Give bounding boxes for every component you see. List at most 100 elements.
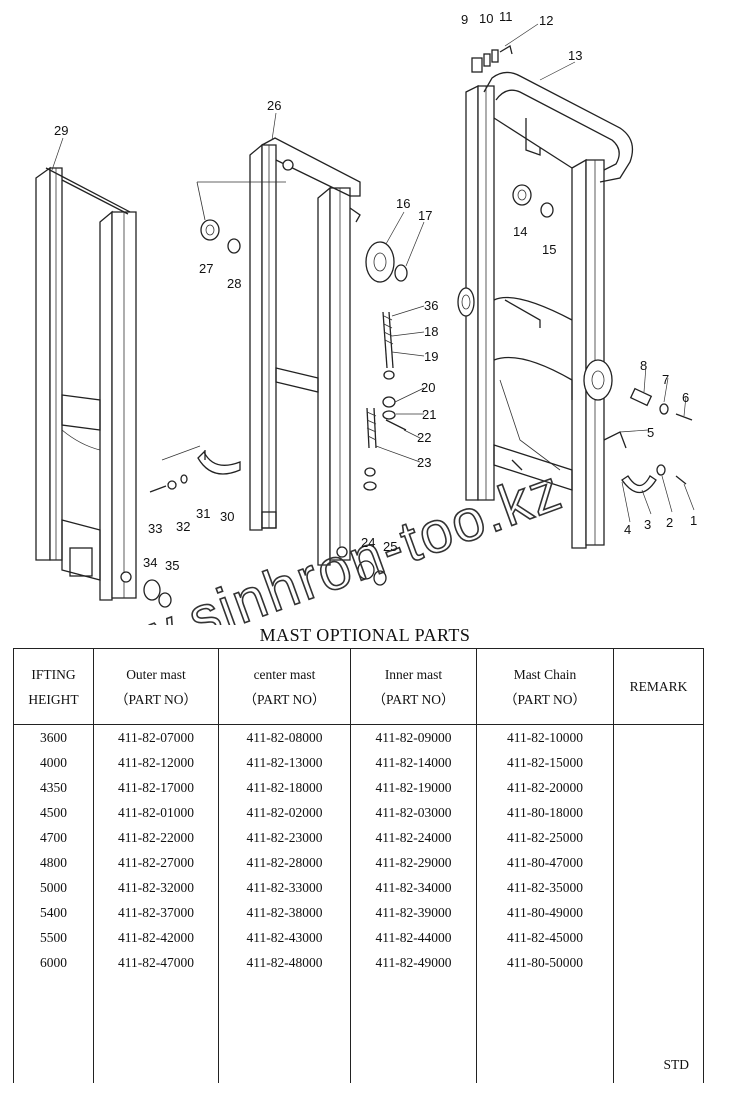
cell-outer-mast-part: 411-82-32000 <box>93 875 219 900</box>
header-center-mast: center mast （PART NO） <box>218 648 351 725</box>
cell-outer-mast-part: 411-82-47000 <box>93 950 219 975</box>
cell-lifting-height: 5400 <box>13 900 94 925</box>
cell-remark <box>613 850 704 875</box>
callout-32: 32 <box>176 519 190 534</box>
callout-26: 26 <box>267 98 281 113</box>
cell-inner-mast-part: 411-82-29000 <box>350 850 477 875</box>
callout-34: 34 <box>143 555 157 570</box>
cell-lifting-height: 4800 <box>13 850 94 875</box>
header-outer-mast: Outer mast （PART NO） <box>93 648 219 725</box>
cell-outer-mast-part: 411-82-27000 <box>93 850 219 875</box>
cell-lifting-height: 5000 <box>13 875 94 900</box>
callout-21: 21 <box>422 407 436 422</box>
cell-remark <box>613 900 704 925</box>
cell-remark <box>613 825 704 850</box>
table-title: MAST OPTIONAL PARTS <box>259 625 471 645</box>
cell-inner-mast-part: 411-82-34000 <box>350 875 477 900</box>
cell-center-mast-part: 411-82-13000 <box>218 750 351 775</box>
cell-lifting-height: 4000 <box>13 750 94 775</box>
callout-numbers: 1 2 3 4 5 6 7 8 9 10 11 12 13 14 15 16 1… <box>54 9 697 573</box>
table-header-row: IFTING HEIGHT Outer mast （PART NO） cente… <box>13 648 704 725</box>
cell-inner-mast-part: 411-82-09000 <box>350 724 477 750</box>
cell-remark <box>613 925 704 950</box>
callout-4: 4 <box>624 522 631 537</box>
callout-19: 19 <box>424 349 438 364</box>
cell-inner-mast-part: 411-82-03000 <box>350 800 477 825</box>
cell-mast-chain-part: 411-82-25000 <box>476 825 614 850</box>
callout-15: 15 <box>542 242 556 257</box>
callout-29: 29 <box>54 123 68 138</box>
callout-14: 14 <box>513 224 527 239</box>
callout-23: 23 <box>417 455 431 470</box>
callout-25: 25 <box>383 539 397 554</box>
header-lifting-height: IFTING HEIGHT <box>13 648 94 725</box>
callout-9: 9 <box>461 12 468 27</box>
header-remark: REMARK <box>613 648 704 725</box>
callout-8: 8 <box>640 358 647 373</box>
cell-lifting-height: 4700 <box>13 825 94 850</box>
callout-1: 1 <box>690 513 697 528</box>
header-inner-mast: Inner mast （PART NO） <box>350 648 477 725</box>
cell-lifting-height: 6000 <box>13 950 94 975</box>
callout-16: 16 <box>396 196 410 211</box>
cell-remark <box>613 875 704 900</box>
cell-center-mast-part: 411-82-33000 <box>218 875 351 900</box>
remark-std: STD <box>663 1057 689 1072</box>
cell-inner-mast-part: 411-82-49000 <box>350 950 477 975</box>
callout-17: 17 <box>418 208 432 223</box>
cell-center-mast-part: 411-82-08000 <box>218 724 351 750</box>
cell-center-mast-part: 411-82-28000 <box>218 850 351 875</box>
cell-mast-chain-part: 411-80-18000 <box>476 800 614 825</box>
callout-36: 36 <box>424 298 438 313</box>
callout-13: 13 <box>568 48 582 63</box>
cell-mast-chain-part: 411-82-15000 <box>476 750 614 775</box>
cell-lifting-height: 3600 <box>13 724 94 750</box>
cell-remark <box>613 950 704 975</box>
loose-parts-drawing <box>143 44 693 608</box>
callout-18: 18 <box>424 324 438 339</box>
cell-mast-chain-part: 411-80-49000 <box>476 900 614 925</box>
cell-mast-chain-part: 411-80-47000 <box>476 850 614 875</box>
cell-mast-chain-part: 411-82-10000 <box>476 724 614 750</box>
mast-exploded-diagram: www.sinhron-too.kz 1 2 3 4 5 6 7 8 9 10 … <box>35 9 697 625</box>
cell-center-mast-part: 411-82-23000 <box>218 825 351 850</box>
cell-lifting-height: 4350 <box>13 775 94 800</box>
remark-cell-std: STD <box>613 975 704 1083</box>
cell-mast-chain-part: 411-82-35000 <box>476 875 614 900</box>
callout-31: 31 <box>196 506 210 521</box>
cell-remark <box>613 775 704 800</box>
callout-33: 33 <box>148 521 162 536</box>
callout-24: 24 <box>361 535 375 550</box>
callout-6: 6 <box>682 390 689 405</box>
cell-outer-mast-part: 411-82-01000 <box>93 800 219 825</box>
cell-remark <box>613 750 704 775</box>
callout-28: 28 <box>227 276 241 291</box>
cell-inner-mast-part: 411-82-19000 <box>350 775 477 800</box>
cell-outer-mast-part: 411-82-12000 <box>93 750 219 775</box>
cell-inner-mast-part: 411-82-24000 <box>350 825 477 850</box>
cell-center-mast-part: 411-82-18000 <box>218 775 351 800</box>
cell-outer-mast-part: 411-82-22000 <box>93 825 219 850</box>
header-mast-chain: Mast Chain （PART NO） <box>476 648 614 725</box>
cell-center-mast-part: 411-82-48000 <box>218 950 351 975</box>
callout-20: 20 <box>421 380 435 395</box>
cell-inner-mast-part: 411-82-44000 <box>350 925 477 950</box>
callout-3: 3 <box>644 517 651 532</box>
callout-5: 5 <box>647 425 654 440</box>
cell-center-mast-part: 411-82-02000 <box>218 800 351 825</box>
parts-table: IFTING HEIGHT Outer mast （PART NO） cente… <box>13 648 704 1083</box>
cell-mast-chain-part: 411-82-20000 <box>476 775 614 800</box>
cell-lifting-height: 4500 <box>13 800 94 825</box>
cell-outer-mast-part: 411-82-07000 <box>93 724 219 750</box>
leader-lines <box>51 23 695 523</box>
callout-11: 11 <box>499 9 513 24</box>
callout-35: 35 <box>165 558 179 573</box>
